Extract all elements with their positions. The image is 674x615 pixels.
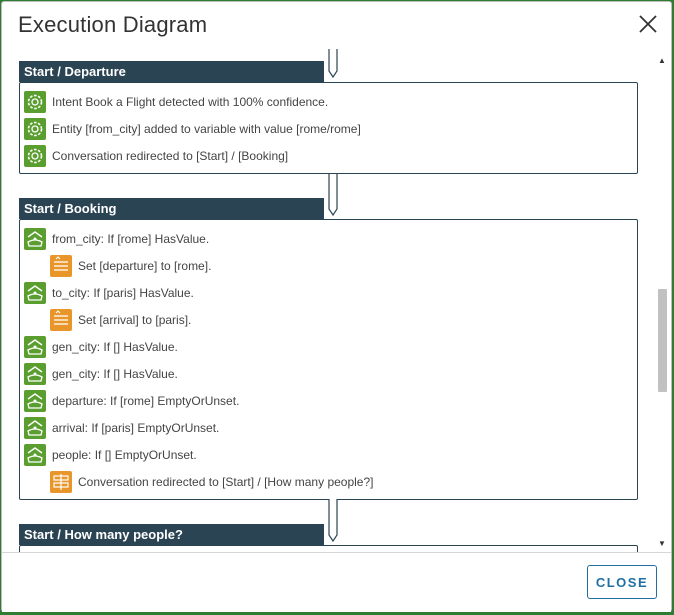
section-header: Start / How many people? (19, 524, 324, 545)
list-item: gen_city: If [] HasValue. (24, 363, 178, 385)
dialog-title: Execution Diagram (18, 12, 208, 37)
list-item: gen_city: If [] HasValue. (24, 336, 178, 358)
list-item-text: Set [departure] to [rome]. (78, 259, 212, 273)
gear-icon (24, 118, 46, 140)
list-item-text: arrival: If [paris] EmptyOrUnset. (52, 421, 220, 435)
list-item-text: people: If [] EmptyOrUnset. (52, 448, 197, 462)
list-item-text: to_city: If [paris] HasValue. (52, 286, 194, 300)
scrollbar-thumb[interactable] (658, 289, 667, 392)
section-box (19, 545, 638, 552)
close-icon[interactable] (637, 13, 659, 35)
section-header: Start / Booking (19, 198, 324, 219)
set-variable-icon (50, 255, 72, 277)
list-item: arrival: If [paris] EmptyOrUnset. (24, 417, 219, 439)
condition-icon (24, 417, 46, 439)
list-item-text: Entity [from_city] added to variable wit… (52, 122, 361, 136)
list-item-text: Conversation redirected to [Start] / [Ho… (78, 475, 374, 489)
condition-icon (24, 390, 46, 412)
list-item: from_city: If [rome] HasValue. (24, 228, 209, 250)
set-variable-icon (50, 309, 72, 331)
list-item: Conversation redirected to [Start] / [Bo… (24, 145, 288, 167)
condition-icon (24, 228, 46, 250)
vertical-scrollbar[interactable]: ▲ ▼ (656, 49, 668, 552)
list-item-text: from_city: If [rome] HasValue. (52, 232, 210, 246)
list-item: Entity [from_city] added to variable wit… (24, 118, 361, 140)
list-item-text: gen_city: If [] HasValue. (52, 340, 178, 354)
list-item-text: gen_city: If [] HasValue. (52, 367, 178, 381)
scroll-down-arrow-icon[interactable]: ▼ (658, 539, 666, 548)
section-header: Start / Departure (19, 61, 324, 82)
condition-icon (24, 336, 46, 358)
scroll-up-arrow-icon[interactable]: ▲ (658, 56, 666, 65)
condition-icon (24, 363, 46, 385)
gear-icon (24, 145, 46, 167)
list-item: Intent Book a Flight detected with 100% … (24, 91, 328, 113)
list-item: Set [arrival] to [paris]. (50, 309, 191, 331)
diagram-scroll-area[interactable]: Start / Departure Intent Book a Flight d… (2, 49, 671, 552)
list-item: Set [departure] to [rome]. (50, 255, 211, 277)
redirect-icon (50, 471, 72, 493)
list-item-text: departure: If [rome] EmptyOrUnset. (52, 394, 240, 408)
list-item-text: Conversation redirected to [Start] / [Bo… (52, 149, 289, 163)
scrollbar-track[interactable] (658, 69, 667, 539)
list-item: departure: If [rome] EmptyOrUnset. (24, 390, 239, 412)
flow-connector (328, 499, 338, 543)
list-item-text: Set [arrival] to [paris]. (78, 313, 192, 327)
flow-connector (328, 174, 338, 217)
dialog-footer: CLOSE (2, 552, 671, 612)
condition-icon (24, 444, 46, 466)
list-item: people: If [] EmptyOrUnset. (24, 444, 197, 466)
section-box: Intent Book a Flight detected with 100% … (19, 82, 638, 174)
gear-icon (24, 91, 46, 113)
close-button[interactable]: CLOSE (587, 565, 657, 599)
section-box: from_city: If [rome] HasValue. Set [depa… (19, 219, 638, 500)
list-item: to_city: If [paris] HasValue. (24, 282, 194, 304)
list-item: Conversation redirected to [Start] / [Ho… (50, 471, 373, 493)
condition-icon (24, 282, 46, 304)
list-item-text: Intent Book a Flight detected with 100% … (52, 95, 329, 109)
flow-connector (328, 49, 338, 79)
